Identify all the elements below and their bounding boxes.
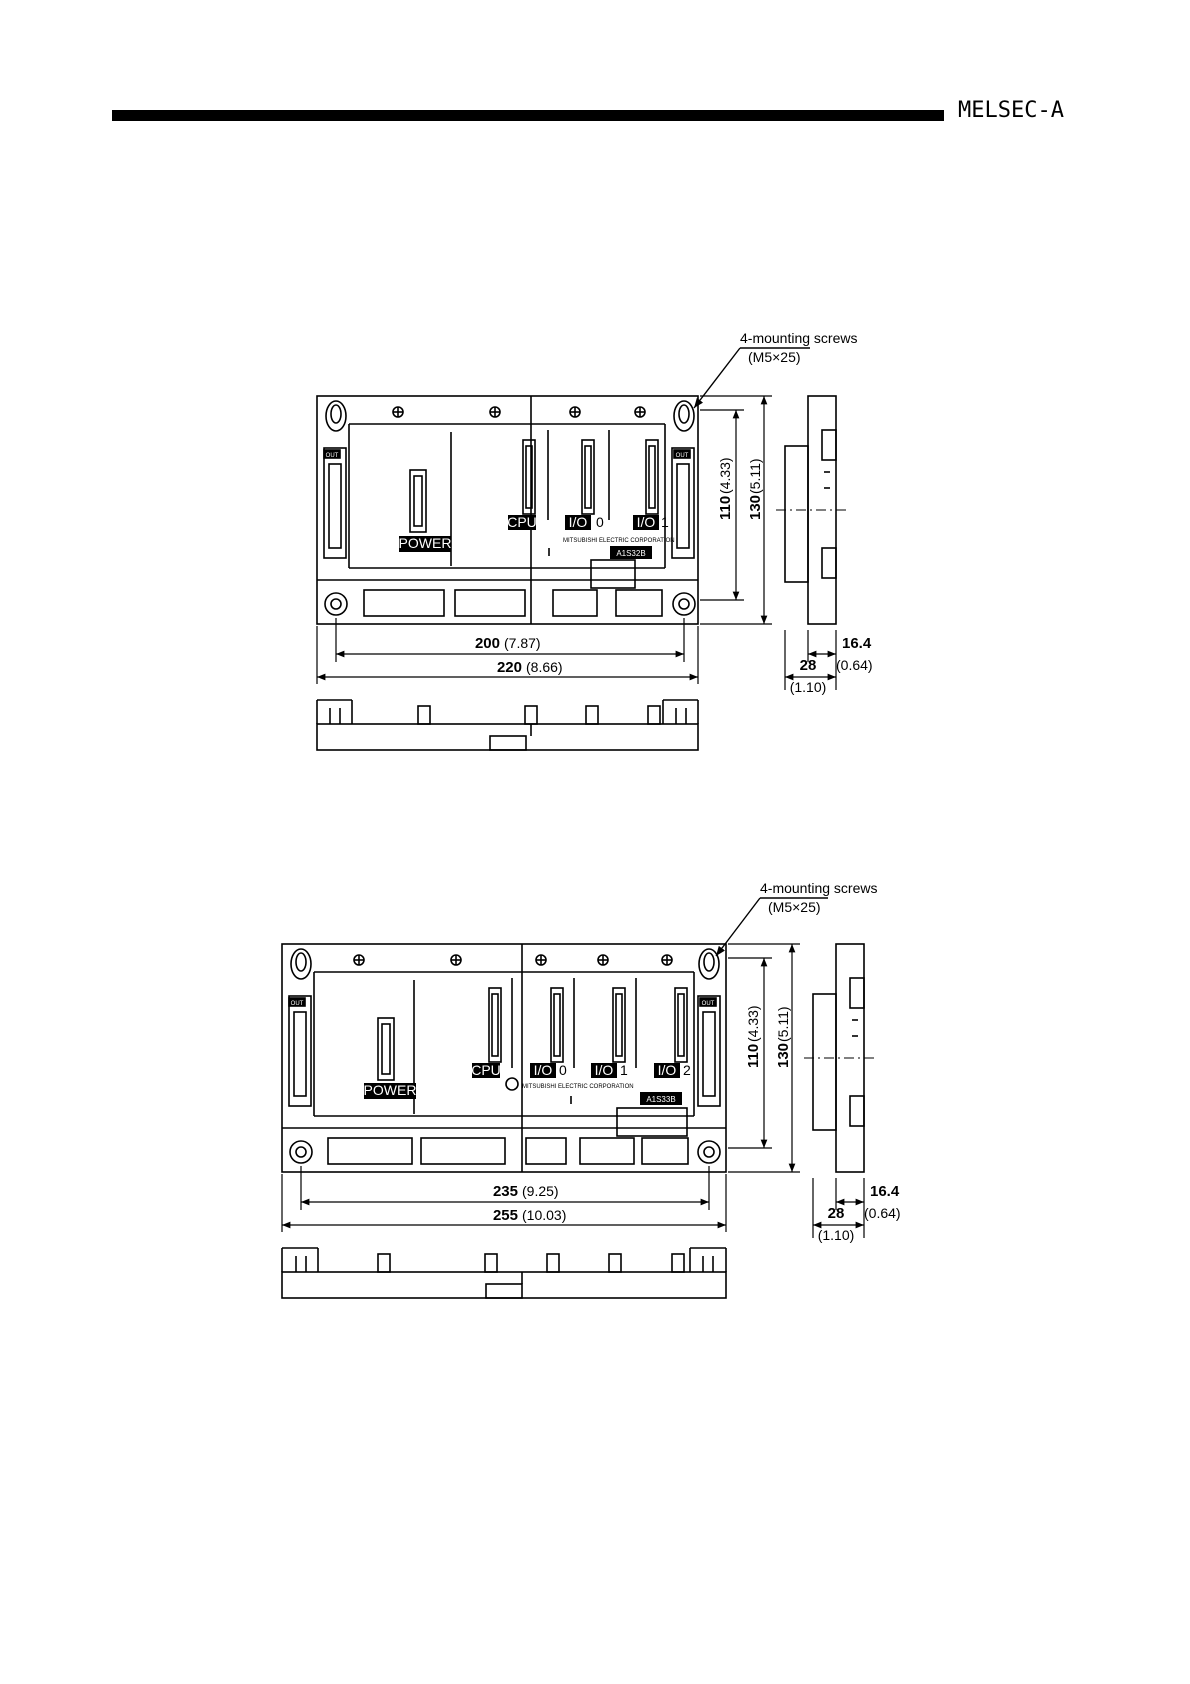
side-view	[804, 943, 878, 1238]
model-label: A1S33B	[646, 1095, 675, 1104]
slot-label-cpu: CPU	[471, 1062, 501, 1078]
slot-label-io: I/O	[534, 1062, 553, 1078]
mounting-screw-icon	[289, 1140, 313, 1164]
cpu-label-box	[508, 515, 536, 530]
slot-number: 1	[661, 514, 669, 530]
dimension-side-a-inch: (0.64)	[836, 657, 873, 673]
dimension-outer-height-inch: (5.11)	[775, 1006, 791, 1042]
bottom-view	[316, 699, 699, 751]
out-label: OUT	[676, 453, 689, 459]
dimension-outer-height: 130	[775, 1043, 792, 1068]
dimension-side-a: 16.4	[842, 635, 872, 652]
model-label: A1S32B	[616, 549, 645, 558]
dimension-side-b-inch: (1.10)	[818, 1227, 855, 1243]
base-unit-outline	[316, 395, 699, 625]
callout-text: 4-mounting screws	[740, 330, 858, 346]
mounting-screw-icon	[325, 400, 347, 432]
power-label: POWER	[399, 535, 452, 551]
dimension-outer-width-inch: (10.03)	[522, 1207, 566, 1223]
out-label: OUT	[702, 1001, 715, 1007]
dimension-outer-height-inch: (5.11)	[747, 458, 763, 494]
slot-label-io: I/O	[595, 1062, 614, 1078]
module-screw-icon	[535, 954, 547, 966]
page-header-title: MELSEC-A	[958, 98, 1064, 123]
mounting-screw-icon	[290, 948, 312, 980]
slot-number: 0	[559, 1062, 567, 1078]
dimension-outer-width-inch: (8.66)	[526, 659, 563, 675]
dimension-inner-width: 235	[493, 1183, 518, 1200]
module-screw-icon	[489, 406, 501, 418]
side-view	[776, 395, 850, 690]
callout-text: 4-mounting screws	[760, 880, 878, 896]
dimension-side-b: 28	[828, 1205, 845, 1222]
dimension-outer-width: 220	[497, 659, 522, 676]
figure-a1s32b	[316, 395, 699, 625]
slot-number: 0	[596, 514, 604, 530]
callout-leader	[693, 347, 810, 409]
mounting-screw-icon	[697, 1140, 721, 1164]
slot-label-io: I/O	[658, 1062, 677, 1078]
mounting-screw-icon	[698, 948, 720, 980]
dimension-inner-height: 110	[717, 496, 734, 520]
power-label-box	[399, 536, 451, 552]
out-label: OUT	[291, 1001, 304, 1007]
dimension-outer-height: 130	[747, 495, 764, 520]
slot-label-io: I/O	[569, 514, 588, 530]
mounting-screw-icon	[672, 592, 696, 616]
dimension-outer-width: 255	[493, 1207, 518, 1224]
dimension-side-a: 16.4	[870, 1183, 900, 1200]
mounting-screw-icon	[324, 592, 348, 616]
callout-text: (M5×25)	[768, 899, 821, 915]
out-label: OUT	[326, 453, 339, 459]
module-screw-icon	[634, 406, 646, 418]
maker-label: MITSUBISHI ELECTRIC CORPORATION	[522, 1084, 634, 1090]
dimension-inner-width-inch: (7.87)	[504, 635, 541, 651]
dimension-inner-height-inch: (4.33)	[717, 457, 733, 494]
dimension-inner-width: 200	[475, 635, 500, 652]
module-screw-icon	[353, 954, 365, 966]
slot-number: 1	[620, 1062, 628, 1078]
dimension-side-a-inch: (0.64)	[864, 1205, 901, 1221]
header-rule	[112, 110, 944, 121]
dimension-side-b-inch: (1.10)	[790, 679, 827, 695]
slot-label-cpu: CPU	[507, 514, 537, 530]
callout-leader	[715, 897, 828, 957]
slot-label-io: I/O	[637, 514, 656, 530]
figure-a1s33b	[281, 943, 727, 1173]
bottom-view	[281, 1247, 727, 1299]
dimension-lines	[281, 943, 800, 1232]
maker-label: MITSUBISHI ELECTRIC CORPORATION	[563, 538, 675, 544]
dimension-inner-height-inch: (4.33)	[745, 1005, 761, 1042]
module-screw-icon	[450, 954, 462, 966]
mounting-screw-icon	[673, 400, 695, 432]
module-screw-icon	[569, 406, 581, 418]
power-label-box	[364, 1083, 416, 1099]
dimension-inner-width-inch: (9.25)	[522, 1183, 559, 1199]
slot-number: 2	[683, 1062, 691, 1078]
module-screw-icon	[392, 406, 404, 418]
dimension-lines	[316, 395, 772, 684]
power-label: POWER	[364, 1082, 417, 1098]
cpu-label-box	[472, 1063, 500, 1078]
module-screw-icon	[661, 954, 673, 966]
base-unit-outline	[281, 943, 727, 1173]
dimension-inner-height: 110	[745, 1044, 762, 1068]
callout-text: (M5×25)	[748, 349, 801, 365]
dimension-side-b: 28	[800, 657, 817, 674]
module-screw-icon	[597, 954, 609, 966]
